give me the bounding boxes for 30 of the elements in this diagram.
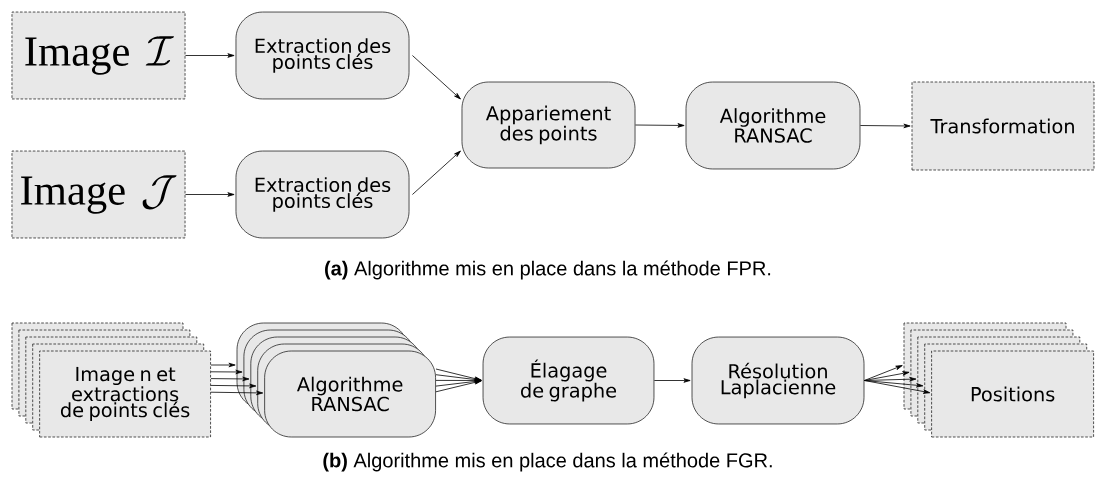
process-box: Extraction des points clés xyxy=(235,11,410,100)
image-box: $\mathrm{Image}\;\mathcal{J}$ xyxy=(11,150,186,239)
arrow xyxy=(412,150,461,195)
output-stack: Positions xyxy=(903,322,1094,438)
process-box: Algorithme RANSAC xyxy=(685,81,861,170)
arrow xyxy=(860,123,911,129)
arrow xyxy=(435,380,482,393)
image-stack: Image n et extractions de points clés xyxy=(11,322,211,438)
arrow xyxy=(210,376,250,382)
caption: (b) Algorithme mis en place dans la méthode FGR. xyxy=(323,452,772,472)
process-box: Extraction des points clés xyxy=(235,150,410,239)
image-box: $\mathrm{Image}\;\mathcal{I}$ xyxy=(11,11,186,100)
arrow xyxy=(864,371,910,381)
arrow xyxy=(654,378,691,383)
arrow xyxy=(635,123,685,128)
arrow xyxy=(210,383,257,389)
arrow xyxy=(412,55,461,100)
arrow xyxy=(210,362,236,368)
process-box: Appariement des points xyxy=(461,81,636,169)
process-box: Élagage de graphe xyxy=(482,336,655,425)
process-stack: Algorithme RANSAC xyxy=(236,322,436,438)
arrow xyxy=(864,380,931,394)
arrow xyxy=(185,192,235,197)
output-box: Transformation xyxy=(911,81,1095,171)
process-box: Résolution Laplacienne xyxy=(691,336,865,425)
arrow xyxy=(210,390,264,396)
arrow xyxy=(185,53,235,58)
arrow xyxy=(864,365,903,381)
caption: (a) Algorithme mis en place dans la méthode FPR. xyxy=(325,260,771,280)
arrow xyxy=(210,369,243,375)
